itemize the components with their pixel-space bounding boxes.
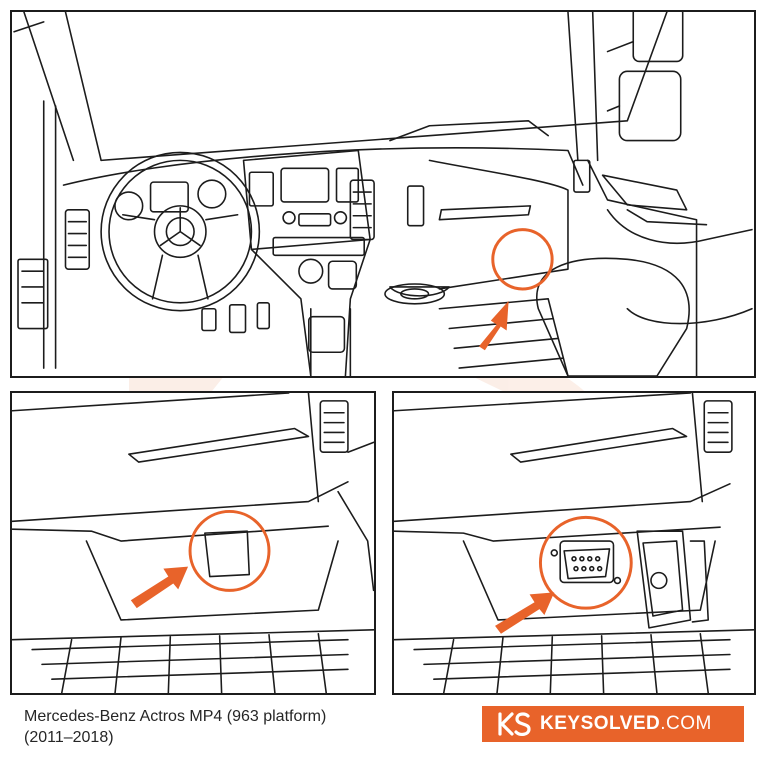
arrow-icon (478, 300, 509, 351)
vehicle-caption: Mercedes-Benz Actros MP4 (963 platform) … (24, 706, 326, 748)
cab-overview-panel (10, 10, 756, 378)
brand-suffix: .COM (660, 713, 712, 734)
caption-line-years: (2011–2018) (24, 729, 114, 746)
obd-port-illustration (394, 393, 754, 693)
cab-interior-illustration (13, 12, 753, 376)
obd-port-icon (550, 540, 622, 585)
port-cover-illustration (12, 393, 374, 693)
arrow-icon (495, 592, 555, 634)
arrow-icon (130, 566, 189, 609)
ks-logo-icon (498, 712, 531, 736)
port-cover-closeup-panel (10, 391, 376, 695)
obd-port-closeup-panel (392, 391, 756, 695)
caption-line-model: Mercedes-Benz Actros MP4 (963 platform) (24, 708, 327, 725)
keysolved-brand-badge: KEYSOLVED.COM (482, 706, 744, 742)
brand-name: KEYSOLVED (540, 713, 661, 734)
